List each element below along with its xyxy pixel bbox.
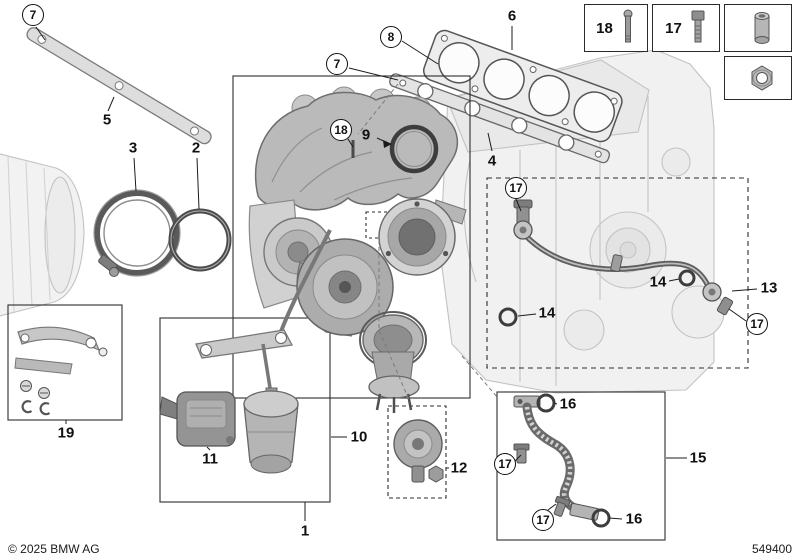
- turbo-outlet-gasket-drawing: [168, 208, 232, 272]
- wastegate-actuator-drawing: [159, 329, 299, 474]
- oil-supply-dashed-box: [486, 177, 749, 369]
- exhaust-manifold-gasket-drawing: [422, 29, 623, 143]
- callout-9[interactable]: 9: [361, 126, 371, 144]
- legend-box-nut[interactable]: [724, 56, 792, 100]
- callout-5[interactable]: 5: [102, 111, 112, 129]
- callout-1[interactable]: 1: [300, 522, 310, 540]
- callout-6[interactable]: 6: [507, 7, 517, 25]
- callout-16-top[interactable]: 16: [559, 395, 577, 413]
- oil-supply-line-drawing: [498, 199, 734, 327]
- callout-3[interactable]: 3: [128, 139, 138, 157]
- leader-lines: [35, 26, 758, 521]
- copyright-text: © 2025 BMW AG: [8, 542, 100, 556]
- callout-17-oil-feed-end[interactable]: 17: [746, 313, 768, 335]
- callout-12[interactable]: 12: [450, 459, 468, 477]
- callout-4[interactable]: 4: [487, 152, 497, 170]
- v-band-clamp-drawing: [93, 189, 181, 277]
- callout-17-oil-feed-top[interactable]: 17: [505, 177, 527, 199]
- spacer-sleeve-icon: [754, 12, 769, 44]
- callout-7-manifold[interactable]: 7: [326, 53, 348, 75]
- callout-11[interactable]: 11: [202, 450, 218, 468]
- oil-seal-ring-left: [498, 307, 518, 327]
- legend-box-sleeve[interactable]: [724, 4, 792, 52]
- hex-nut-icon: [751, 65, 772, 91]
- legend-label-17: 17: [665, 19, 682, 37]
- legend-box-17[interactable]: 17: [652, 4, 720, 52]
- turbocharger-drawing: [248, 86, 467, 413]
- stud-icon: [623, 9, 633, 43]
- hollow-bolt-icon: [691, 10, 705, 43]
- callout-14-right[interactable]: 14: [649, 273, 667, 291]
- vacuum-valve-drawing: [393, 419, 444, 483]
- callout-18[interactable]: 18: [330, 119, 352, 141]
- inlet-o-ring-drawing: [389, 124, 439, 174]
- callout-15[interactable]: 15: [689, 449, 707, 467]
- callout-17-return-bottom[interactable]: 17: [532, 509, 554, 531]
- legend-label-18: 18: [596, 19, 613, 37]
- engine-block-drawing: [439, 49, 725, 394]
- callout-16-bottom[interactable]: 16: [625, 510, 643, 528]
- arrowhead: [383, 140, 392, 148]
- callout-14-left[interactable]: 14: [538, 304, 556, 322]
- catalytic-converter-drawing: [0, 153, 85, 317]
- callout-7-top[interactable]: 7: [22, 4, 44, 26]
- support-bracket-drawing: [26, 27, 212, 145]
- valve-dashed-box: [387, 405, 447, 499]
- bracket-kit-drawing: [14, 326, 108, 416]
- manifold-stud-rail-drawing: [389, 73, 611, 164]
- construction-dashed-lines: [357, 83, 499, 403]
- callout-8[interactable]: 8: [380, 26, 402, 48]
- callout-17-return-top[interactable]: 17: [494, 453, 516, 475]
- oil-return-line-drawing: [513, 393, 611, 528]
- bracket-kit-box: [7, 304, 123, 421]
- legend-box-18[interactable]: 18: [584, 4, 648, 52]
- oil-seal-ring-right: [678, 269, 696, 287]
- callout-2[interactable]: 2: [191, 139, 201, 157]
- callout-10[interactable]: 10: [350, 428, 368, 446]
- turbo-assembly-box: [232, 75, 471, 399]
- diagram-number: 549400: [751, 542, 792, 556]
- callout-19[interactable]: 19: [57, 424, 75, 442]
- callout-13[interactable]: 13: [760, 279, 778, 297]
